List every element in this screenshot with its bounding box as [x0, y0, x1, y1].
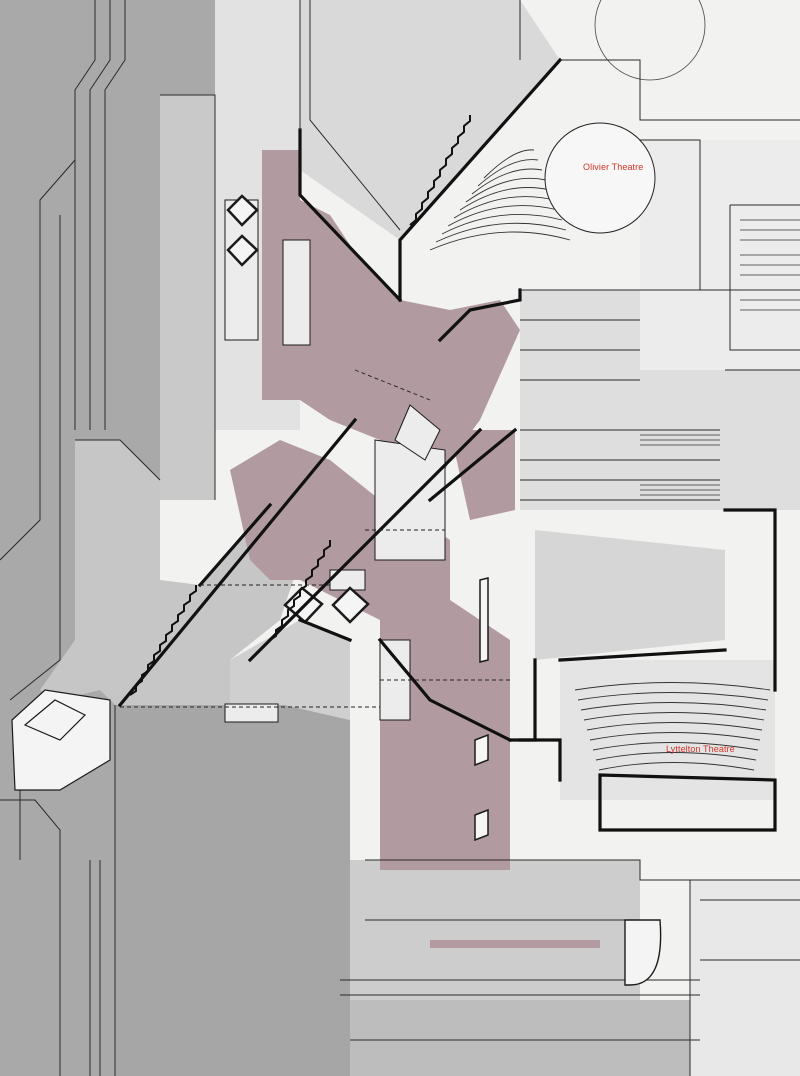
- corner-stair: [624, 919, 662, 986]
- terrace-mid-tone: [40, 440, 300, 705]
- fly-tower-olivier: [300, 0, 560, 240]
- river-walk-band: [350, 1000, 700, 1076]
- north-east-plan: [640, 140, 800, 370]
- hidden-lines: [120, 369, 510, 708]
- olivier-upper-circle: [594, 0, 706, 81]
- olivier-theatre-label: Olivier Theatre: [583, 162, 644, 172]
- lyttelton-stage-block: [535, 530, 725, 660]
- south-east-block: [690, 880, 800, 1076]
- east-stalls: [640, 219, 800, 496]
- lyttelton-theatre-label: Lyttelton Theatre: [666, 744, 735, 754]
- left-stair: [11, 689, 111, 791]
- upper-terrace-mid-tone: [160, 95, 215, 500]
- olivier-seating: [429, 149, 571, 251]
- parapet-teeth: [129, 115, 471, 696]
- foyer-windows: [474, 577, 489, 842]
- structural-walls: [117, 57, 777, 832]
- exterior-ground-dark-lower: [115, 705, 350, 1076]
- south-terrace-tone: [350, 860, 640, 1000]
- lower-platform-tone: [230, 620, 350, 720]
- lyttelton-seating: [574, 682, 771, 771]
- foyer-zones: [230, 150, 600, 948]
- olivier-stage-circle: [544, 122, 656, 234]
